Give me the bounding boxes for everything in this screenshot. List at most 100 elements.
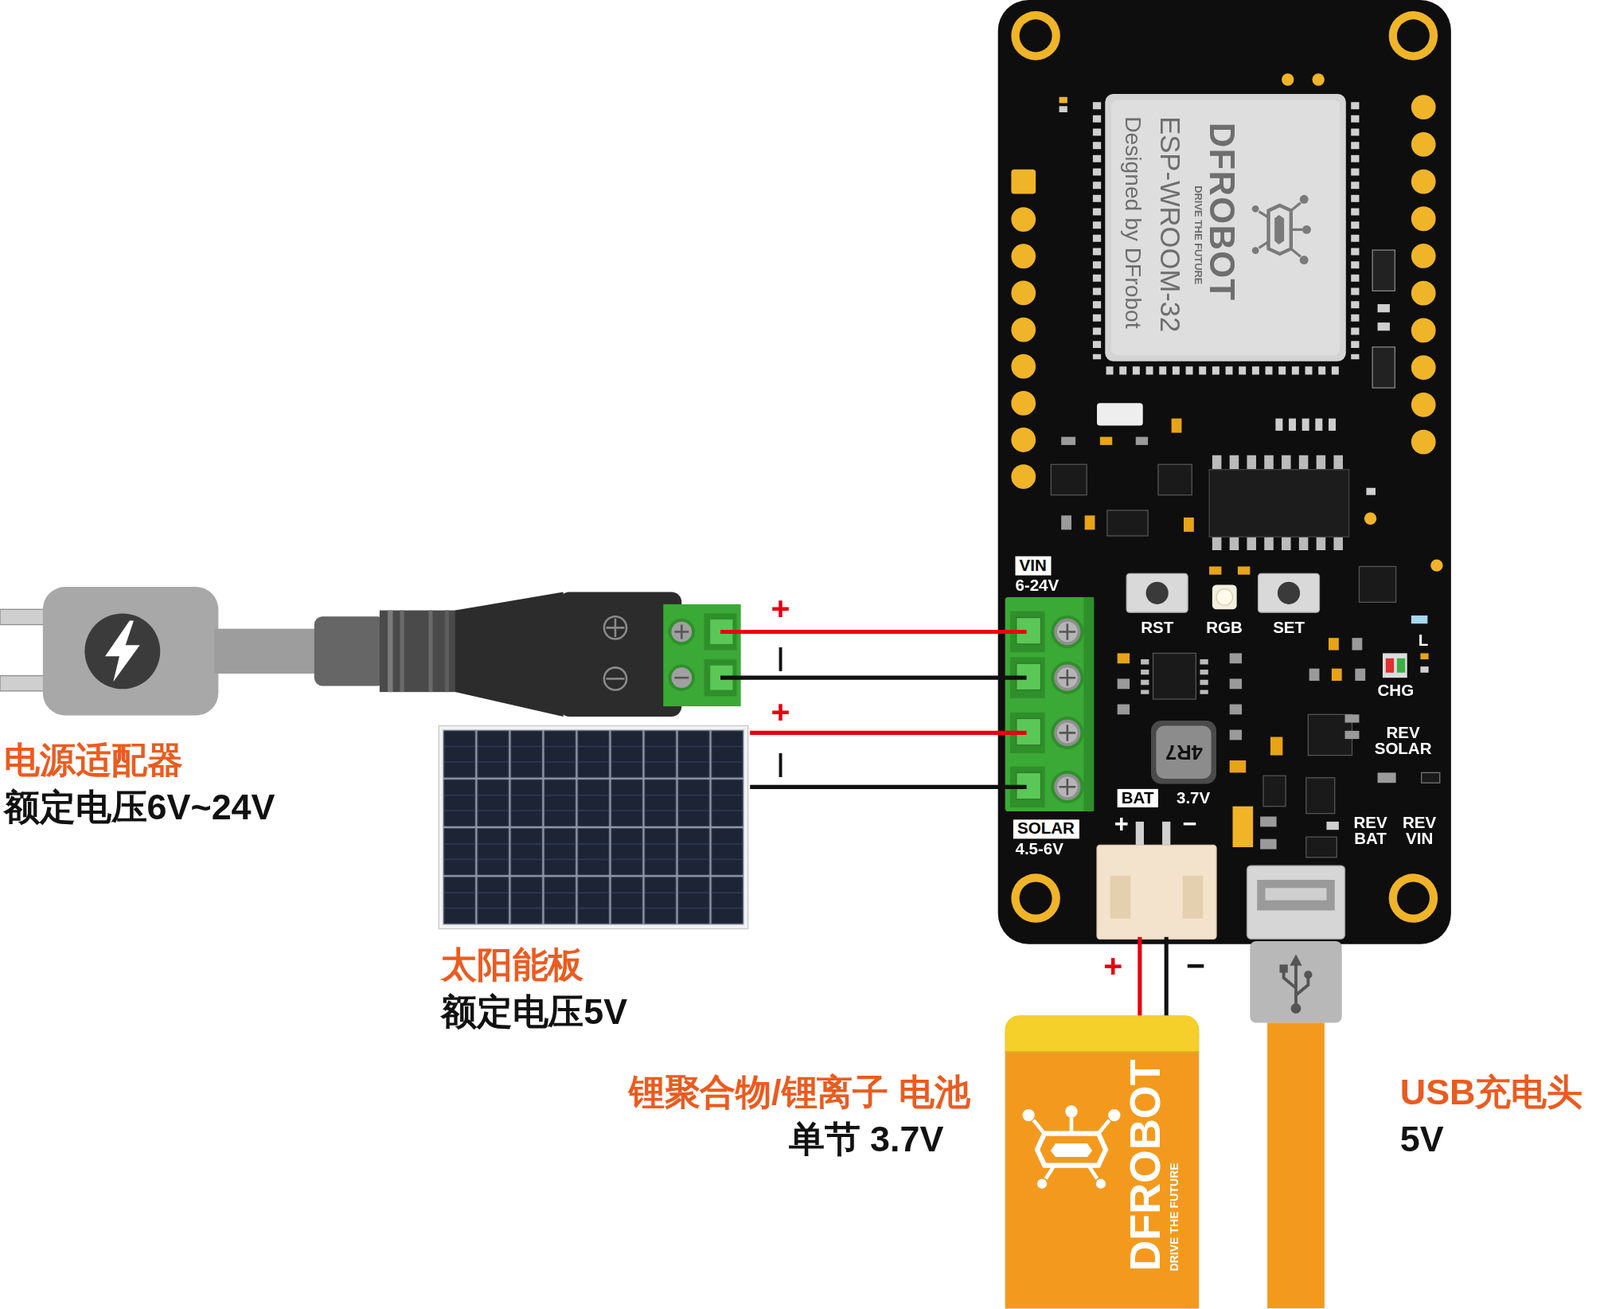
circuit-board xyxy=(1430,558,1443,571)
circuit-board xyxy=(1397,19,1430,52)
polarity-sign: − xyxy=(1182,811,1198,836)
circuit-board xyxy=(1377,772,1397,783)
circuit-board xyxy=(1140,659,1149,695)
rating: 额定电压5V xyxy=(440,992,628,1029)
circuit-board xyxy=(1212,585,1238,610)
circuit-board xyxy=(1306,777,1335,814)
battery xyxy=(1065,1104,1078,1117)
power-adapter xyxy=(604,616,627,639)
circuit-board xyxy=(1117,678,1130,689)
circuit-board xyxy=(1107,510,1148,536)
battery xyxy=(1005,1050,1200,1054)
voltage-value: 3.7V xyxy=(1176,789,1210,807)
module-name: ESP-WROOM-32 xyxy=(1155,116,1183,332)
terminal-label: SOLAR xyxy=(1013,819,1079,838)
circuit-board xyxy=(1389,11,1439,61)
circuit-board xyxy=(1200,659,1209,695)
circuit-board xyxy=(1328,637,1339,650)
led-label: REV SOLAR xyxy=(1370,724,1437,758)
circuit-board xyxy=(1212,455,1350,470)
circuit-board xyxy=(1385,658,1394,673)
power-adapter xyxy=(0,586,742,717)
rotated-print: DFROBOTDRIVE THE FUTURE xyxy=(1005,1014,1200,1308)
inductor-marking: 4R7 xyxy=(1164,741,1202,763)
power-adapter xyxy=(605,677,625,680)
circuit-board xyxy=(1258,573,1320,613)
circuit-board xyxy=(1050,464,1087,495)
brand-name: DFROBOT xyxy=(1123,1058,1167,1271)
circuit-board xyxy=(1117,652,1130,664)
rating: 单节 3.7V xyxy=(788,1120,945,1157)
module-note: Designed by DFrobot xyxy=(1121,116,1144,328)
battery xyxy=(1037,1178,1047,1189)
power-adapter xyxy=(387,610,393,693)
circuit-board xyxy=(1328,418,1336,431)
circuit-board xyxy=(1268,205,1292,254)
power-adapter xyxy=(428,610,433,693)
circuit-board xyxy=(1171,418,1183,434)
power-adapter xyxy=(42,586,219,716)
circuit-board xyxy=(1153,652,1197,699)
polarity-sign: + xyxy=(770,591,790,625)
circuit-board xyxy=(1306,836,1337,858)
voltage-range: 6-24V xyxy=(1014,577,1059,595)
circuit-board xyxy=(1397,658,1405,673)
circuit-board xyxy=(1010,169,1036,195)
circuit-board xyxy=(1302,418,1310,431)
power-adapter xyxy=(668,664,695,691)
battery xyxy=(1005,1014,1200,1308)
circuit-board xyxy=(1183,517,1195,532)
circuit-board xyxy=(1209,469,1350,538)
esp32-module: DFROBOTDRIVE THE FUTUREESP-WROOM-32Desig… xyxy=(1104,93,1347,362)
circuit-board xyxy=(1263,775,1286,806)
solar-panel xyxy=(438,725,748,929)
circuit-board xyxy=(1252,195,1312,265)
battery xyxy=(1037,1133,1106,1166)
circuit-board xyxy=(1270,737,1283,756)
battery: DFROBOTDRIVE THE FUTURE xyxy=(1005,1014,1200,1308)
button-label: SET xyxy=(1272,619,1305,637)
circuit-board xyxy=(1345,730,1360,739)
circuit-board xyxy=(1019,19,1053,52)
circuit-board xyxy=(1277,581,1300,605)
circuit-board xyxy=(1420,666,1429,673)
circuit-board xyxy=(1155,725,1211,779)
circuit-board xyxy=(1275,418,1283,431)
rotated-print: DFROBOTDRIVE THE FUTUREESP-WROOM-32Desig… xyxy=(1104,93,1347,362)
usb-cable xyxy=(1249,940,1342,1308)
part-name: 太阳能板 xyxy=(440,945,584,982)
terminal-label: VIN xyxy=(1014,556,1050,575)
battery xyxy=(1033,1117,1109,1179)
wire xyxy=(749,730,1027,735)
brand-name: DFROBOT xyxy=(1205,122,1241,301)
circuit-board xyxy=(1229,729,1242,741)
power-adapter xyxy=(605,618,625,637)
circuit-board xyxy=(1010,11,1061,61)
circuit-board xyxy=(1260,816,1277,828)
led-label: REV VIN xyxy=(1396,814,1444,847)
circuit-board xyxy=(1111,100,1340,356)
connector-label: BAT xyxy=(1117,788,1159,808)
battery xyxy=(1050,1143,1093,1157)
button-label: RST xyxy=(1140,619,1174,637)
circuit-board xyxy=(1216,589,1234,606)
circuit-board xyxy=(1110,875,1132,919)
led-label: RGB xyxy=(1205,619,1243,637)
circuit-board xyxy=(1421,772,1440,783)
wire xyxy=(720,675,1027,680)
circuit-board xyxy=(1212,535,1350,551)
part-name: 锂聚合物/锂离子 电池 xyxy=(628,1073,971,1110)
rating: 5V xyxy=(1400,1120,1444,1157)
usb-cable xyxy=(1279,963,1288,972)
wire xyxy=(1137,936,1142,1019)
power-adapter xyxy=(84,612,160,689)
circuit-board xyxy=(1389,873,1439,923)
wire xyxy=(1164,936,1169,1019)
power-adapter xyxy=(105,620,141,682)
circuit-board xyxy=(1209,565,1222,574)
battery xyxy=(1022,1108,1035,1121)
circuit-board xyxy=(1229,652,1242,664)
solar-panel xyxy=(442,729,744,925)
